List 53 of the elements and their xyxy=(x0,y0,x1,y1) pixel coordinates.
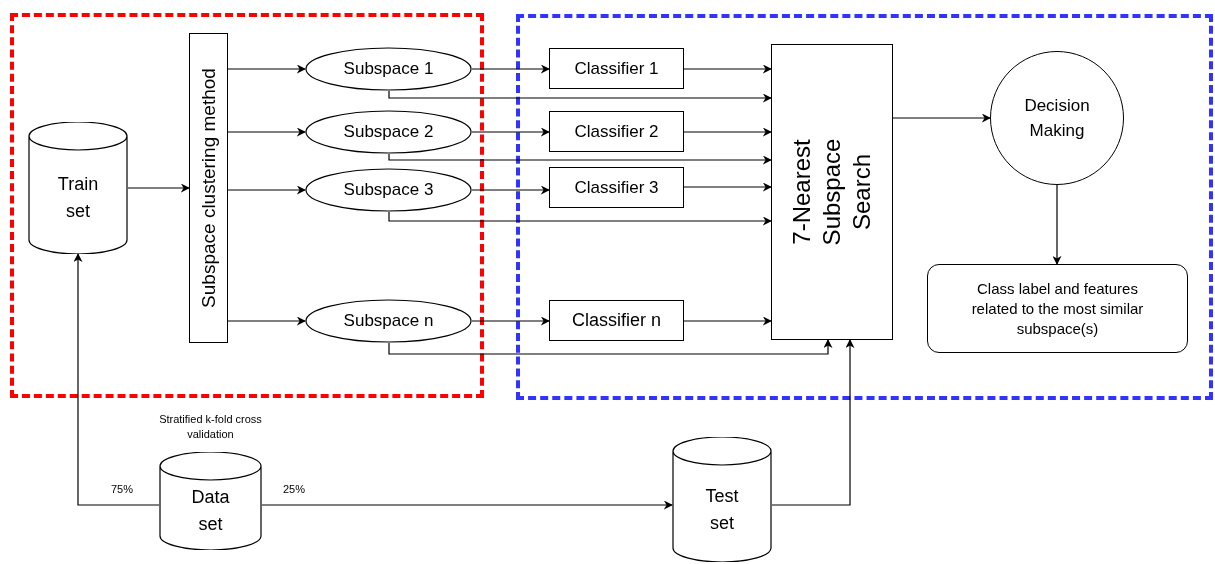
result-box xyxy=(927,264,1188,353)
node-label: Decision Making xyxy=(1023,94,1091,142)
classifier-box xyxy=(549,167,684,208)
node-label: Classifier 1 xyxy=(574,57,659,80)
subspace-ellipse xyxy=(305,168,472,212)
classifier-box xyxy=(549,111,684,152)
arrow xyxy=(683,182,772,192)
database-cylinder xyxy=(28,122,128,254)
arrow xyxy=(683,127,772,137)
arrow xyxy=(1052,184,1062,265)
arrow xyxy=(471,64,550,74)
arrow xyxy=(73,253,160,506)
node-label: Subspace clustering method xyxy=(196,68,220,308)
classifier-box xyxy=(549,48,684,89)
arrow xyxy=(388,153,772,165)
node-label: Classifier n xyxy=(572,309,661,332)
arrow xyxy=(227,127,306,137)
arrow xyxy=(227,185,306,195)
arrow xyxy=(683,64,772,74)
database-cylinder xyxy=(672,437,772,562)
arrow xyxy=(388,211,772,226)
node-label: Subspace n xyxy=(343,310,434,333)
arrow xyxy=(227,64,306,74)
node-label: Subspace 2 xyxy=(343,121,434,144)
search-box xyxy=(771,44,893,340)
arrow xyxy=(683,316,772,326)
node-label: Class label and features related to the most similar subspace(s) xyxy=(970,278,1145,339)
subspace-ellipse xyxy=(305,47,472,91)
subspace-ellipse xyxy=(305,299,472,343)
arrow xyxy=(227,316,306,326)
arrow xyxy=(127,183,190,193)
group-frame xyxy=(10,13,484,398)
node-label: 7-Nearest Subspace Search xyxy=(787,137,876,248)
classifier-box xyxy=(549,300,684,341)
arrow xyxy=(388,339,833,355)
node-label: Subspace 1 xyxy=(343,58,434,81)
arrow xyxy=(261,500,673,510)
subspace-ellipse xyxy=(305,110,472,154)
node-label: Classifier 3 xyxy=(574,176,659,199)
arrow xyxy=(471,185,550,195)
node-label: Classifier 2 xyxy=(574,120,659,143)
arrow xyxy=(471,316,550,326)
node-label: Train set xyxy=(56,173,100,223)
process-box xyxy=(189,33,228,343)
arrow xyxy=(771,339,855,506)
arrow xyxy=(471,127,550,137)
arrow xyxy=(388,90,772,103)
node-label: Test set xyxy=(704,484,740,535)
group-frame xyxy=(516,14,1213,400)
node-label: Subspace 3 xyxy=(343,179,434,202)
arrow xyxy=(892,113,991,123)
node-label: Data set xyxy=(190,486,231,536)
node-caption: Stratified k-fold cross validation xyxy=(158,412,263,442)
